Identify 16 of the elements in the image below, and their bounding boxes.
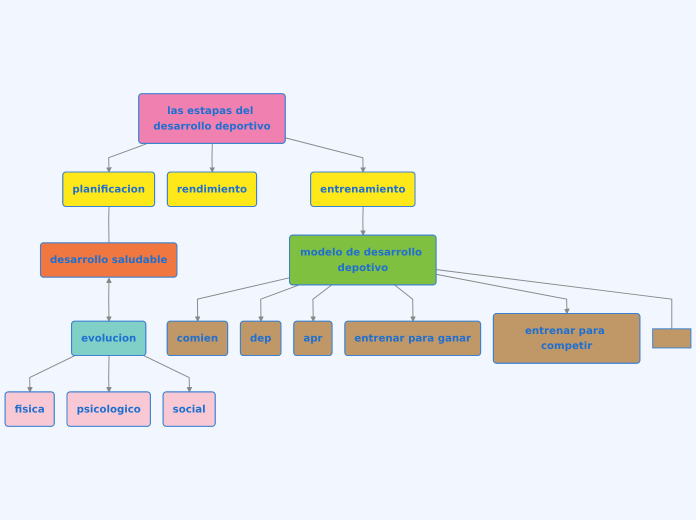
arrow bbox=[106, 278, 112, 322]
connector bbox=[108, 206, 110, 244]
arrow bbox=[209, 143, 215, 173]
arrow bbox=[106, 355, 112, 392]
arrow bbox=[285, 137, 366, 173]
node-box bbox=[652, 328, 692, 348]
arrow bbox=[106, 143, 148, 173]
arrow bbox=[258, 284, 299, 322]
arrow bbox=[360, 206, 366, 236]
connector bbox=[436, 269, 672, 330]
arrow bbox=[144, 355, 192, 392]
arrow bbox=[194, 277, 290, 322]
arrow bbox=[394, 284, 416, 322]
arrow bbox=[310, 284, 332, 322]
arrow bbox=[436, 274, 570, 314]
arrow bbox=[27, 355, 75, 392]
